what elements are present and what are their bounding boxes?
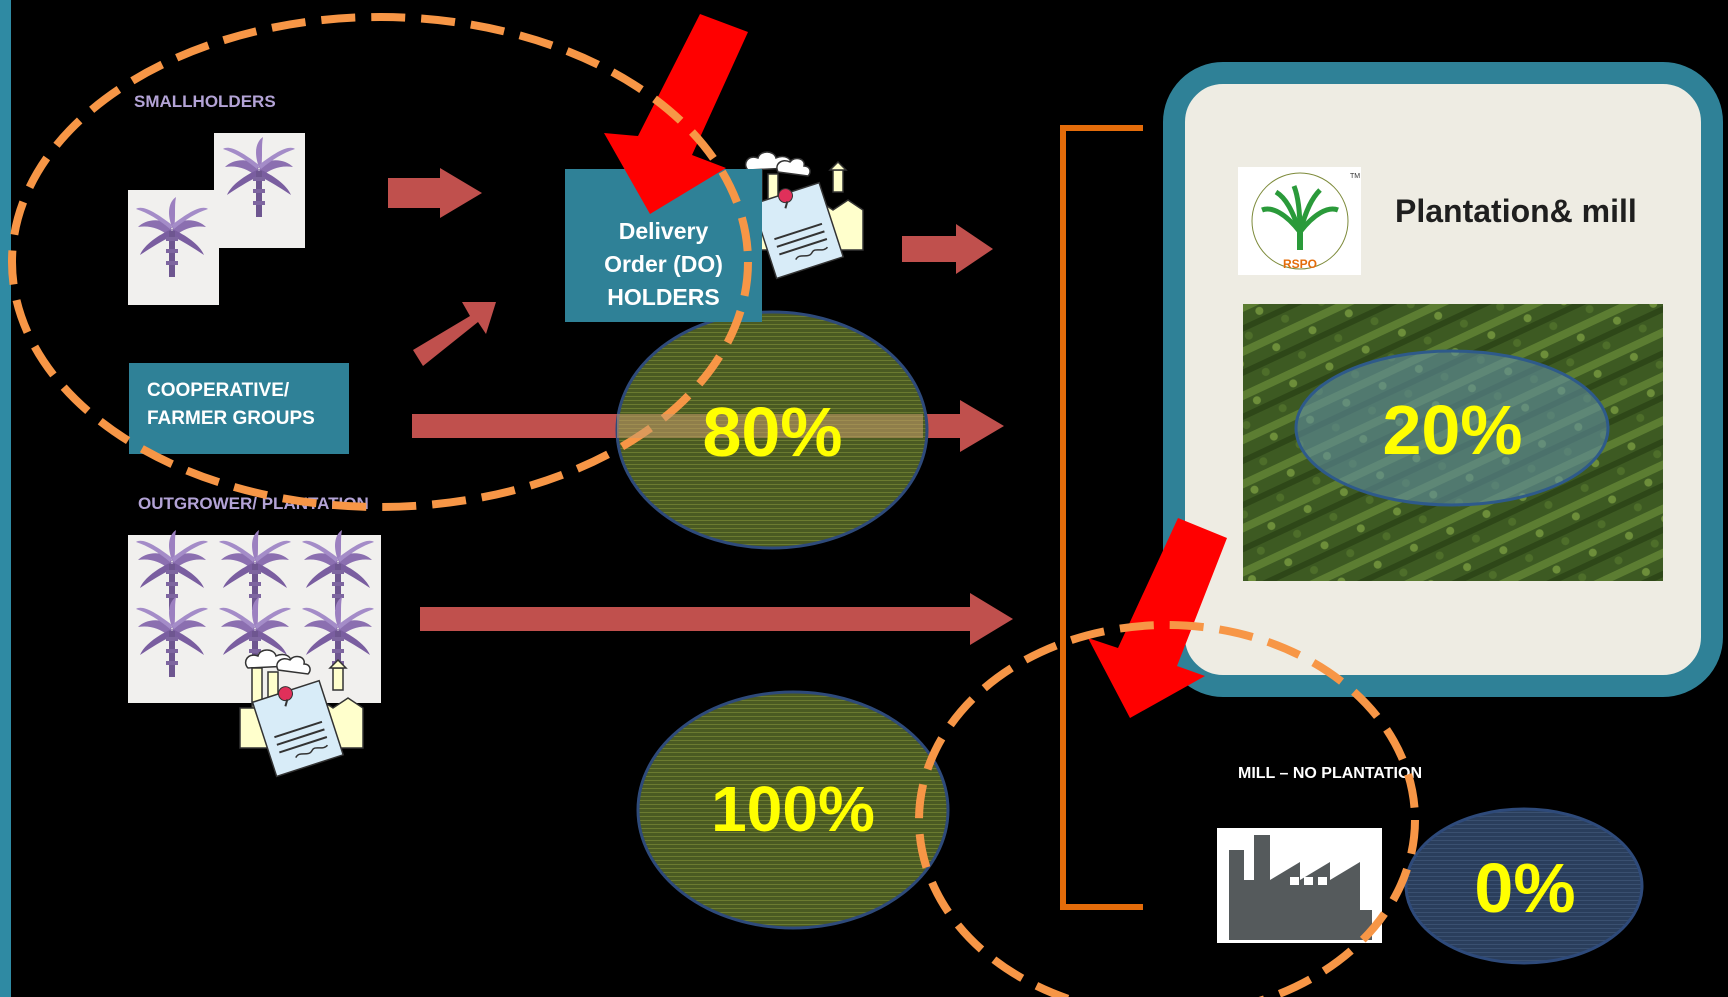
arrow-do-to-mills <box>902 224 993 274</box>
arrow-outgrower-to-mills <box>420 593 1013 645</box>
ellipse-100-percent <box>636 690 950 930</box>
ellipse-20-percent <box>1294 349 1610 507</box>
percent-outgrower: 100% <box>711 773 875 845</box>
mill-no-plantation-label: MILL – NO PLANTATION <box>1238 765 1422 782</box>
arrow-smallholders-to-do <box>388 168 482 218</box>
highlight-arrow-mill <box>1088 518 1227 718</box>
percent-mill-no-plantation: 0% <box>1474 849 1576 927</box>
rspo-tm: TM <box>1350 173 1360 180</box>
do-holders-line2: Order (DO) <box>604 251 723 277</box>
cooperative-line2: FARMER GROUPS <box>147 408 315 429</box>
plantation-mill-title: Plantation& mill <box>1395 193 1637 229</box>
smallholders-label: SMALLHOLDERS <box>134 92 276 111</box>
mill-bracket <box>1060 125 1143 910</box>
do-holders-line3: HOLDERS <box>607 284 720 310</box>
cooperative-line1: COOPERATIVE/ <box>147 380 290 401</box>
rspo-logo-text: RSPO <box>1283 257 1317 271</box>
arrow-cooperative-to-do <box>413 302 496 366</box>
ellipse-0-percent <box>1404 807 1644 965</box>
percent-do-holders: 80% <box>702 393 843 471</box>
cooperative-box: COOPERATIVE/ FARMER GROUPS <box>129 363 349 454</box>
left-accent-bar <box>0 0 11 997</box>
dashed-ellipse-mill <box>915 621 1419 997</box>
do-holders-line1: Delivery <box>618 218 709 244</box>
smallholders-palm-image <box>128 133 305 305</box>
rspo-logo <box>1238 167 1361 275</box>
percent-plantation-mill: 20% <box>1382 391 1523 469</box>
dashed-ellipse-smallholders <box>8 13 752 511</box>
mill-factory-icon <box>1217 828 1382 943</box>
